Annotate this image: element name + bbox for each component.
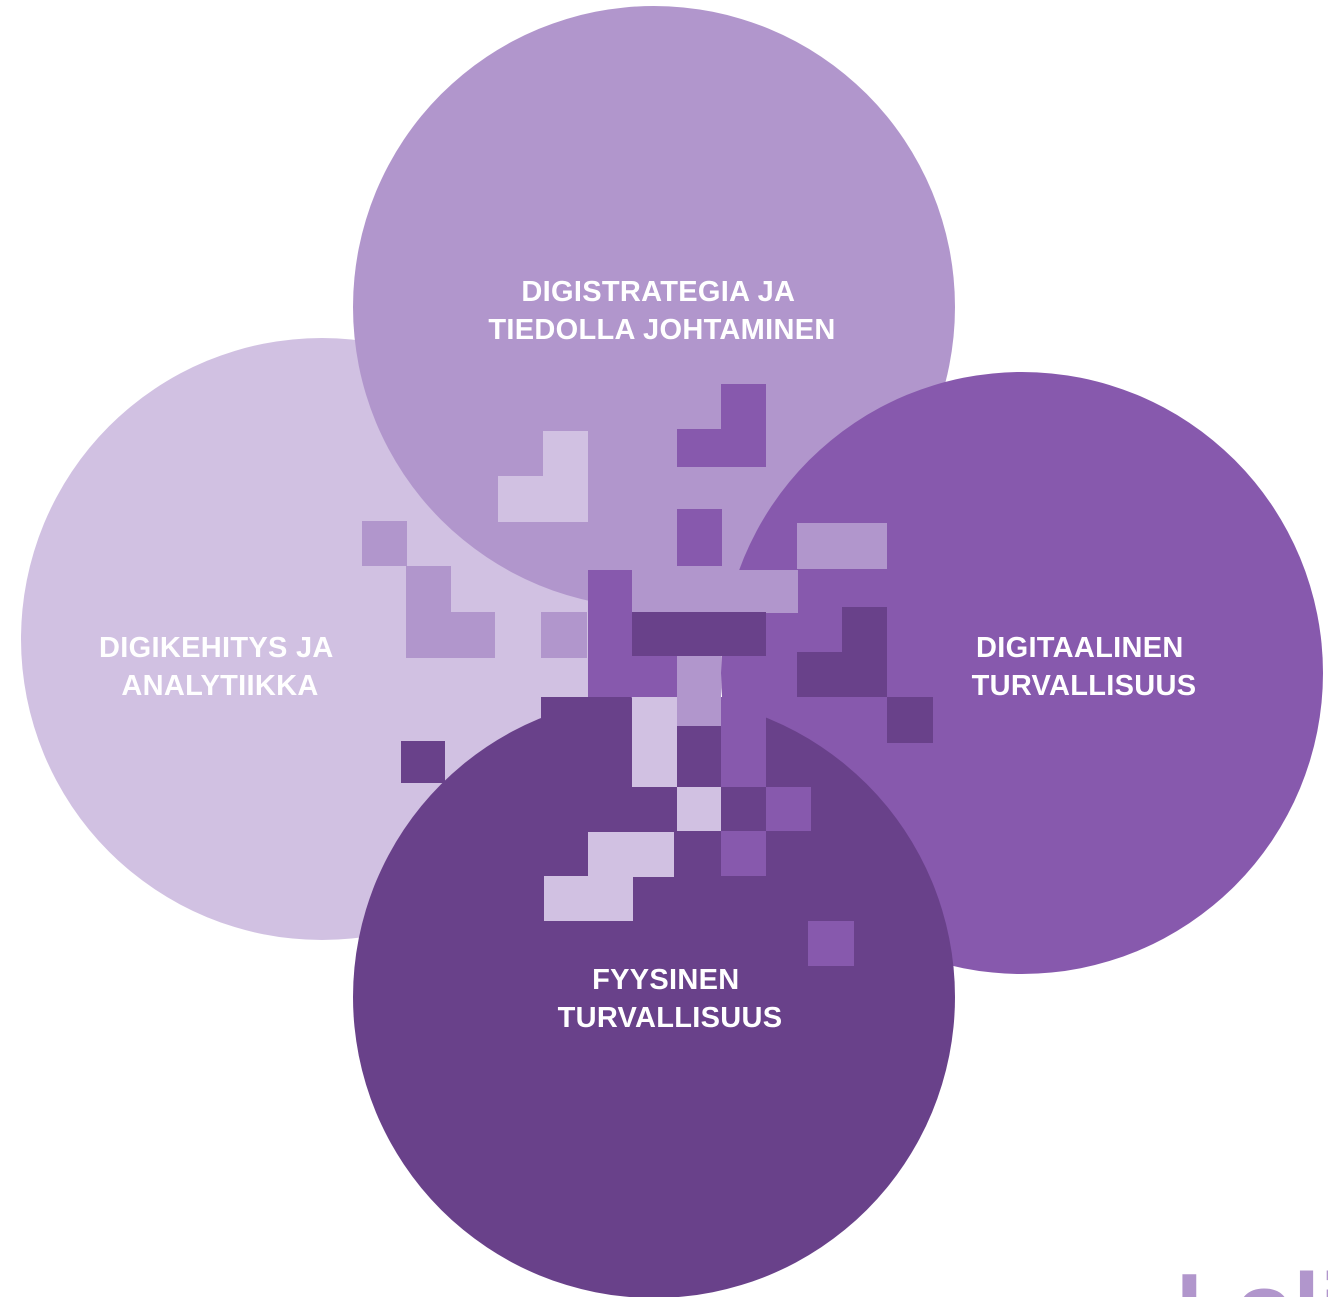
pixel-square [677, 509, 722, 566]
pixel-square [677, 726, 721, 787]
pixel-square [362, 521, 407, 566]
pixel-square [721, 384, 766, 467]
label-fyysinen-line-1: FYYSINEN [592, 964, 739, 996]
label-digitaalinen-line-2: TURVALLISUUS [972, 670, 1197, 702]
pixel-square [766, 787, 811, 831]
label-digikehitys-line-1: DIGIKEHITYS JA [99, 632, 333, 664]
circle-digistrategia [353, 6, 955, 608]
pixel-square [498, 476, 544, 522]
pixel-square [721, 787, 766, 831]
pixel-square [721, 831, 766, 876]
pixel-square [842, 607, 887, 697]
pixel-square [632, 655, 677, 698]
pixel-square [452, 788, 498, 882]
pixel-mosaic [362, 384, 933, 966]
pixel-square [450, 612, 495, 658]
pixel-square [498, 743, 543, 788]
pixel-square [632, 570, 798, 613]
pixel-square [721, 697, 766, 787]
pixel-square [808, 921, 854, 966]
label-digistrategia: DIGISTRATEGIA JA TIEDOLLA JOHTAMINEN [488, 276, 835, 346]
pixel-square [406, 566, 451, 658]
label-digikehitys: DIGIKEHITYS JA ANALYTIIKKA [99, 632, 341, 702]
pixel-square [588, 832, 674, 877]
pixel-square [797, 652, 843, 697]
pixel-square [541, 697, 631, 743]
pixel-square [677, 429, 722, 467]
circle-fyysinen-turvallisuus [353, 696, 955, 1297]
pixel-square [677, 656, 721, 726]
pixel-square [677, 787, 721, 831]
label-fyysinen-turvallisuus: FYYSINEN TURVALLISUUS [558, 964, 783, 1034]
label-digitaalinen-line-1: DIGITAALINEN [976, 632, 1184, 664]
pixel-square [541, 612, 587, 658]
pixel-square [544, 876, 589, 921]
pixel-square [887, 697, 933, 743]
label-digitaalinen-turvallisuus: DIGITAALINEN TURVALLISUUS [972, 632, 1197, 702]
pixel-square [588, 570, 633, 698]
logo-fragment: Loli [1176, 1254, 1328, 1297]
pixel-square [588, 876, 633, 921]
pixel-square [401, 741, 445, 783]
label-digikehitys-line-2: ANALYTIIKKA [121, 670, 318, 702]
pixel-square [797, 523, 887, 569]
pixel-square [632, 697, 677, 787]
pixel-square [543, 431, 588, 522]
pixel-square [632, 612, 766, 656]
label-digistrategia-line-1: DIGISTRATEGIA JA [521, 276, 795, 308]
label-digistrategia-line-2: TIEDOLLA JOHTAMINEN [488, 314, 835, 346]
label-fyysinen-line-2: TURVALLISUUS [558, 1002, 783, 1034]
